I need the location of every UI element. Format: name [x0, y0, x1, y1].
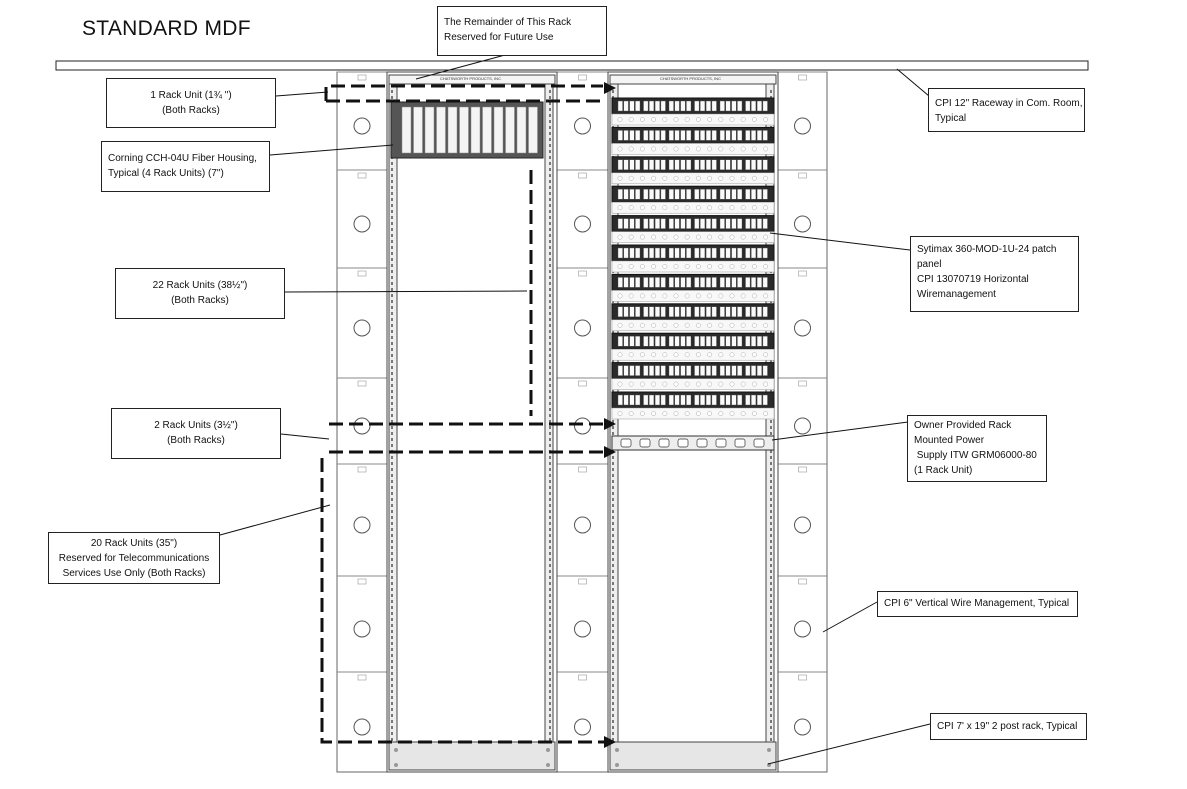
leader-lines [219, 54, 931, 765]
callout-fiber-housing: Corning CCH-04U Fiber Housing,Typical (4… [101, 141, 270, 192]
callout-22-rack-units: 22 Rack Units (38½")(Both Racks) [115, 268, 285, 319]
callout-2-post-rack: CPI 7' x 19" 2 post rack, Typical [930, 713, 1087, 740]
raceway [55, 60, 1089, 71]
left-rack-label: CHATSWORTH PRODUCTS, INC [440, 76, 501, 81]
callout-2-rack-units: 2 Rack Units (3½")(Both Racks) [111, 408, 281, 459]
right-rack-label: CHATSWORTH PRODUCTS, INC [660, 76, 721, 81]
patch-panels [611, 97, 775, 420]
arrowheads [604, 82, 616, 748]
callout-one-rack-unit: 1 Rack Unit (1¾ ")(Both Racks) [106, 78, 276, 128]
dashed-boundaries [320, 84, 608, 744]
page-title: STANDARD MDF [82, 17, 251, 40]
left-rack [386, 71, 558, 773]
callout-vertical-wire-management: CPI 6" Vertical Wire Management, Typical [877, 591, 1078, 617]
base-bolts [394, 748, 771, 767]
fiber-housing [390, 101, 544, 159]
power-strip [611, 435, 775, 451]
vertical-wire-managers [336, 71, 828, 773]
callout-20-rack-units: 20 Rack Units (35")Reserved for Telecomm… [48, 532, 220, 584]
callout-raceway: CPI 12" Raceway in Com. Room,Typical [928, 88, 1085, 132]
